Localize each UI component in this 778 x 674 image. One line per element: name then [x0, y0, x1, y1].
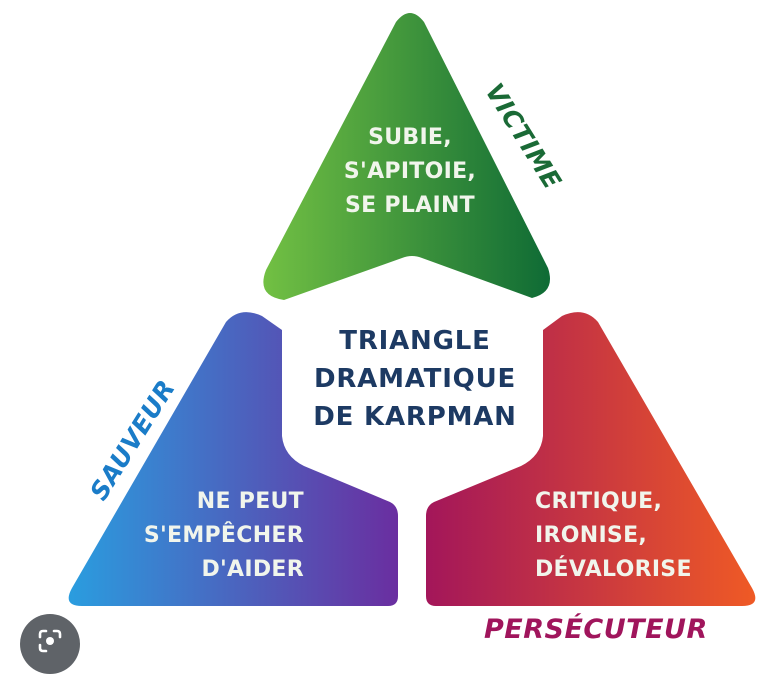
persecuteur-description-line: IRONISE,: [535, 523, 648, 548]
lens-button[interactable]: [20, 614, 80, 674]
sauveur-description: NE PEUT S'EMPÊCHER D'AIDER: [122, 485, 304, 587]
diagram-title-line: TRIANGLE: [339, 326, 491, 356]
diagram-shapes: [68, 13, 756, 606]
victime-description-line: S'APITOIE,: [343, 159, 477, 184]
sauveur-shape: [68, 312, 399, 606]
victime-description: SUBIE, S'APITOIE, SE PLAINT: [330, 121, 490, 223]
karpman-triangle-diagram: SUBIE, S'APITOIE, SE PLAINT VICTIME NE P…: [68, 13, 756, 645]
victime-description-line: SUBIE,: [368, 125, 452, 150]
sauveur-description-line: S'EMPÊCHER: [143, 523, 304, 548]
victime-shape: [263, 13, 550, 300]
sauveur-description-line: D'AIDER: [201, 557, 304, 582]
diagram-title-line: DE KARPMAN: [313, 402, 517, 432]
persecuteur-role-label: PERSÉCUTEUR: [484, 614, 708, 645]
persecuteur-description-line: DÉVALORISE: [535, 557, 692, 582]
sauveur-description-line: NE PEUT: [196, 489, 304, 514]
persecuteur-description: CRITIQUE, IRONISE, DÉVALORISE: [535, 485, 735, 587]
victime-description-line: SE PLAINT: [344, 193, 475, 218]
diagram-title: TRIANGLE DRAMATIQUE DE KARPMAN: [290, 322, 540, 436]
persecuteur-description-line: CRITIQUE,: [535, 489, 663, 514]
lens-icon: [38, 629, 62, 653]
diagram-title-line: DRAMATIQUE: [313, 364, 517, 394]
persecuteur-shape: [426, 312, 756, 606]
